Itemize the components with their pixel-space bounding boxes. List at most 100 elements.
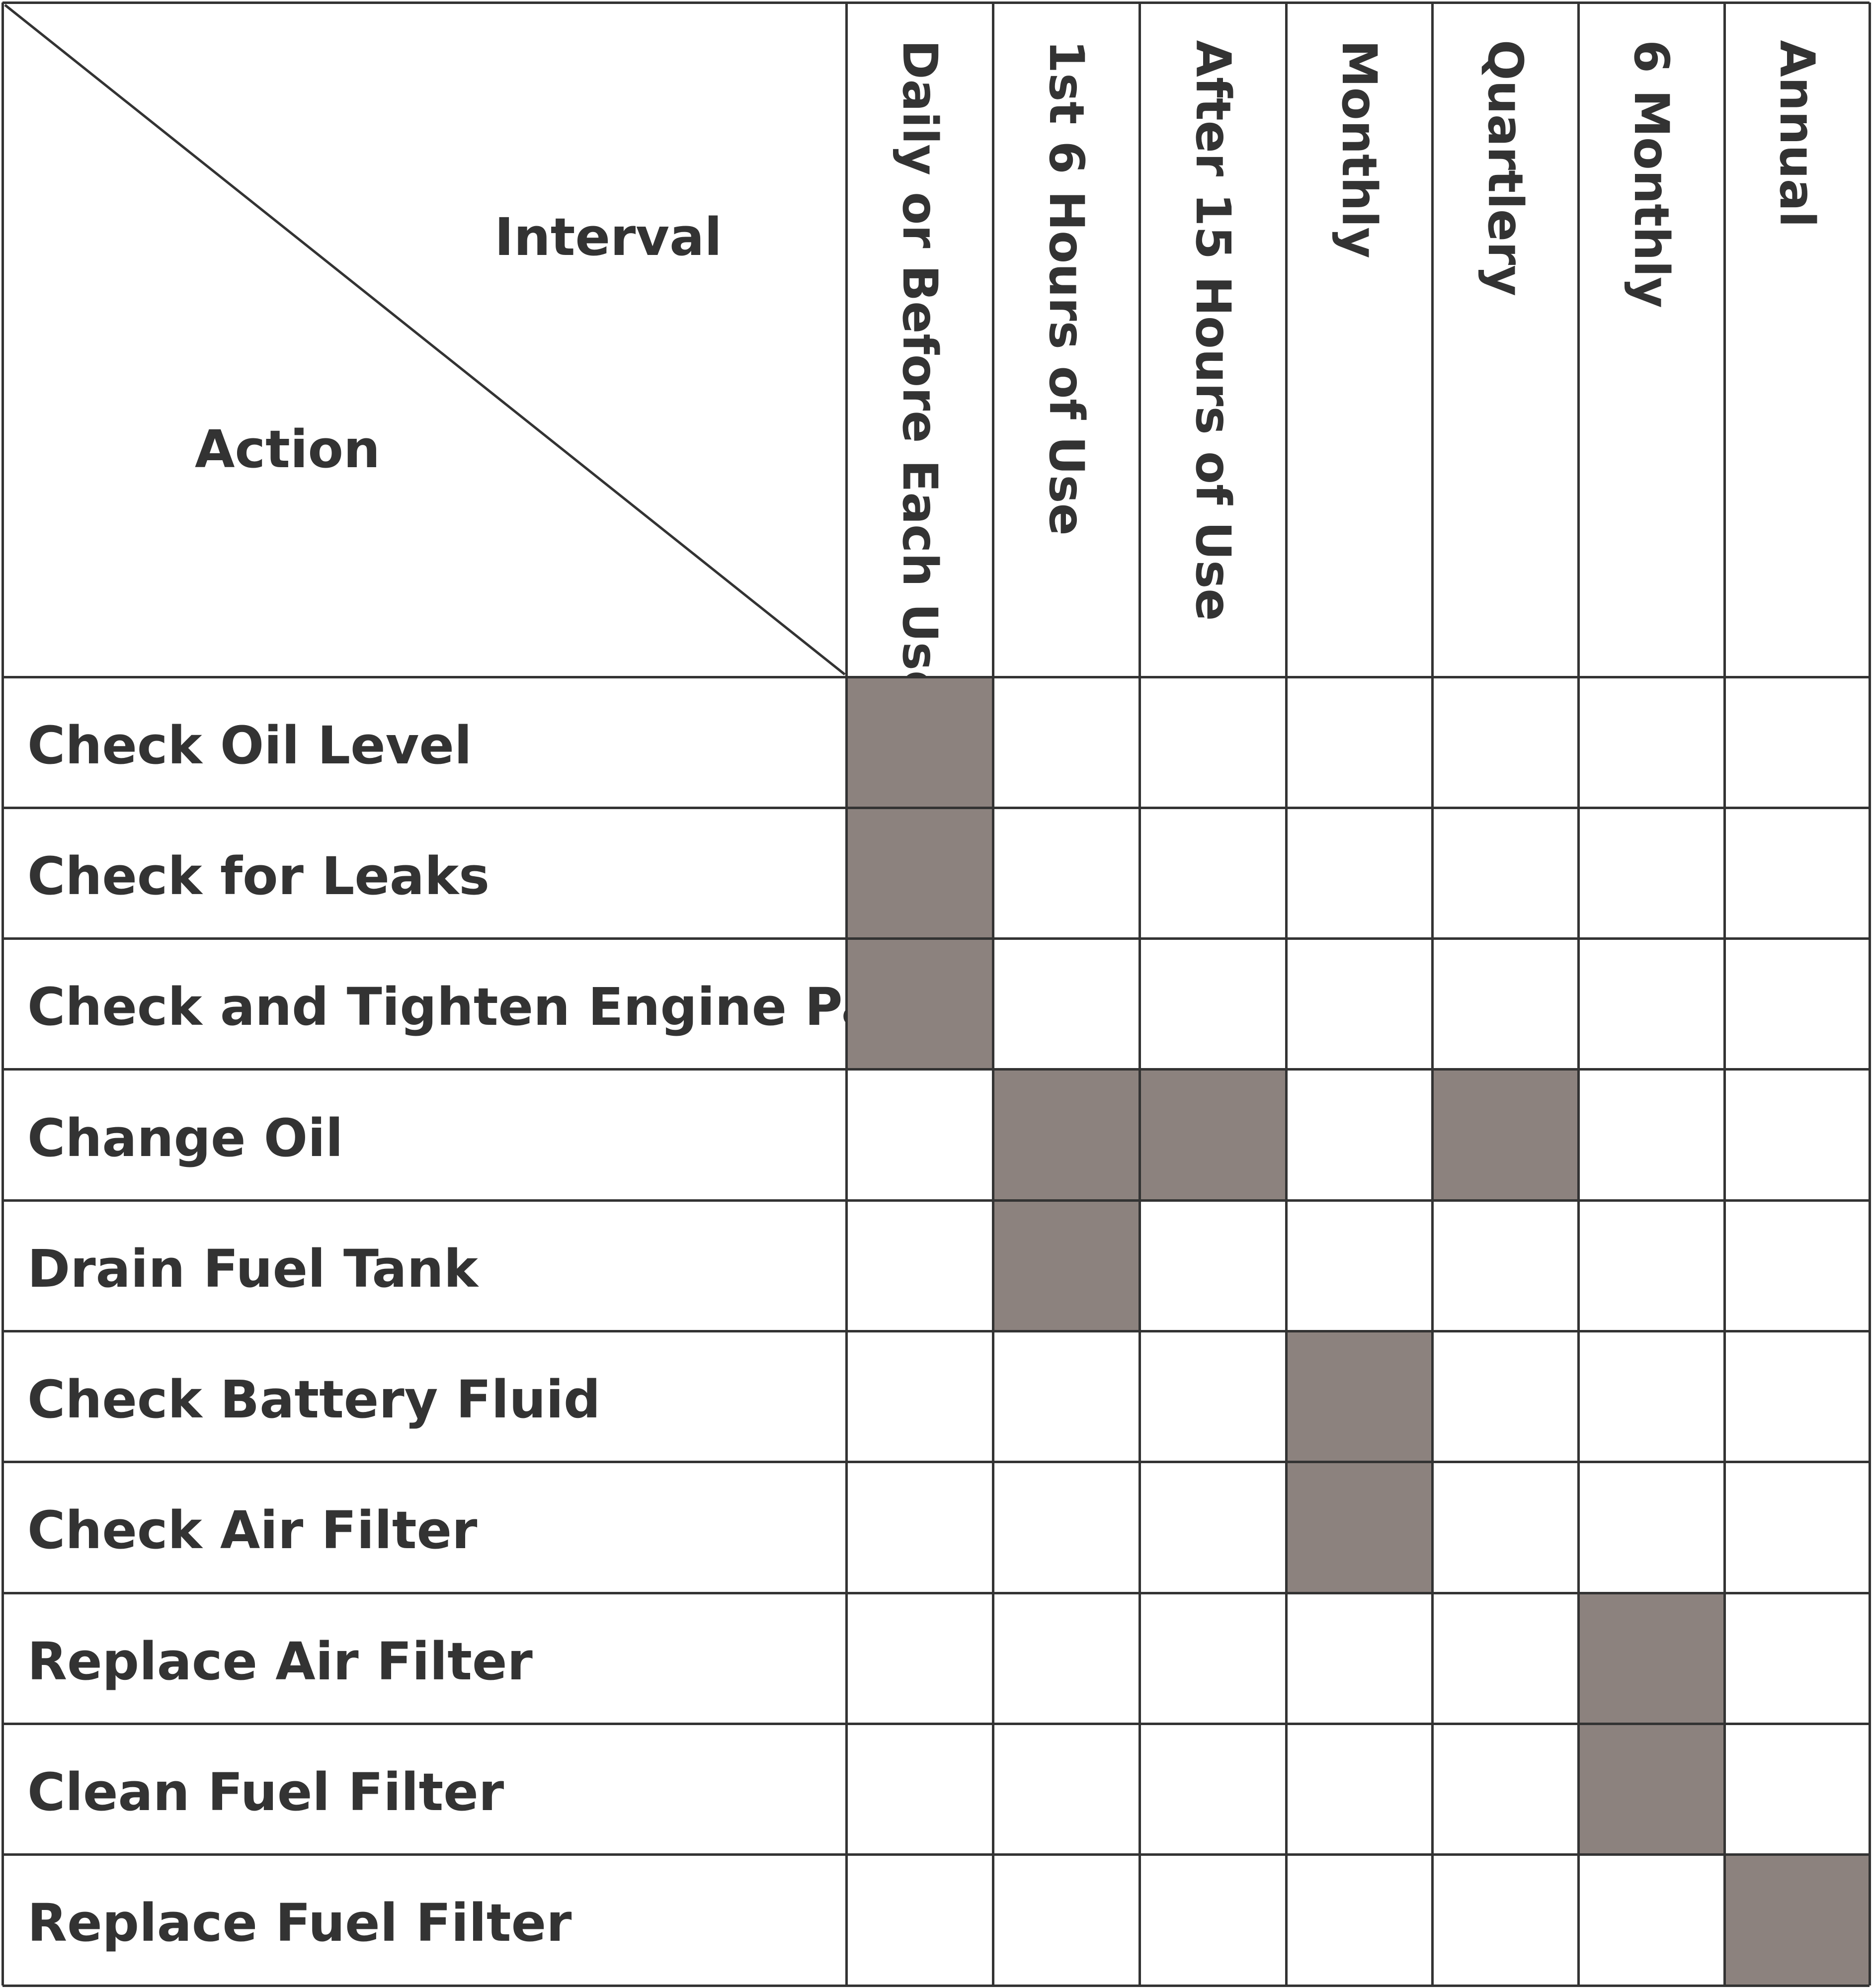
schedule-cell-empty (993, 1593, 1139, 1724)
schedule-cell-marked (1139, 1069, 1286, 1201)
action-row-label: Check Battery Fluid (27, 1369, 601, 1430)
schedule-cell-marked (846, 808, 993, 939)
schedule-cell-empty (846, 1855, 993, 1986)
schedule-cell-empty (1578, 1070, 1724, 1200)
schedule-cell-empty (1578, 1200, 1724, 1331)
schedule-cell-marked (1724, 1854, 1870, 1986)
schedule-cell-empty (1432, 1855, 1578, 1986)
schedule-cell-empty (993, 1855, 1139, 1986)
interval-column-header: Daily or Before Each Use (892, 39, 948, 703)
schedule-cell-empty (1724, 1724, 1870, 1854)
row-divider-line (2, 937, 1870, 940)
row-divider-line (2, 1853, 1870, 1856)
schedule-cell-empty (993, 1724, 1139, 1854)
schedule-cell-empty (1724, 677, 1870, 808)
action-row-label: Check and Tighten Engine Parts (27, 977, 957, 1038)
schedule-cell-empty (1724, 1070, 1870, 1200)
schedule-cell-marked (846, 938, 993, 1070)
column-divider-line (1431, 2, 1434, 1986)
schedule-cell-empty (846, 1200, 993, 1331)
schedule-cell-empty (846, 1593, 993, 1724)
action-row-label: Change Oil (27, 1107, 343, 1168)
schedule-cell-empty (1724, 1200, 1870, 1331)
action-row-label: Replace Fuel Filter (27, 1893, 572, 1954)
action-row-label: Check Oil Level (27, 715, 472, 776)
column-divider-line (1138, 2, 1141, 1986)
schedule-cell-empty (1139, 939, 1286, 1070)
action-row-label: Replace Air Filter (27, 1631, 533, 1692)
schedule-cell-empty (1139, 1462, 1286, 1593)
schedule-cell-marked (1286, 1462, 1432, 1593)
action-row-label: Check for Leaks (27, 845, 490, 907)
column-divider-line (845, 2, 848, 1986)
row-divider-line (2, 1722, 1870, 1725)
table-border-right (1868, 2, 1871, 1986)
schedule-cell-empty (1432, 1200, 1578, 1331)
interval-column-header: 1st 6 Hours of Use (1038, 39, 1094, 536)
schedule-cell-empty (1286, 677, 1432, 808)
schedule-cell-empty (1139, 808, 1286, 938)
schedule-cell-empty (993, 1462, 1139, 1593)
schedule-cell-empty (1139, 1855, 1286, 1986)
schedule-cell-empty (1432, 1331, 1578, 1462)
interval-column-header: Quartlery (1477, 40, 1533, 296)
schedule-cell-marked (846, 677, 993, 808)
schedule-cell-empty (1432, 939, 1578, 1070)
column-divider-line (1723, 2, 1726, 1986)
interval-column-header: After 15 Hours of Use (1185, 40, 1241, 621)
schedule-cell-empty (1578, 1331, 1724, 1462)
schedule-cell-empty (1139, 1724, 1286, 1854)
schedule-cell-empty (846, 1331, 993, 1462)
row-divider-line (2, 1330, 1870, 1332)
schedule-cell-empty (846, 1724, 993, 1854)
header-divider-line (2, 675, 1870, 678)
action-header-label: Action (195, 419, 380, 480)
column-divider-line (991, 2, 994, 1986)
row-divider-line (2, 806, 1870, 809)
schedule-cell-empty (1432, 1593, 1578, 1724)
schedule-cell-empty (993, 939, 1139, 1070)
schedule-cell-empty (846, 1070, 993, 1200)
schedule-cell-empty (1432, 808, 1578, 938)
schedule-cell-empty (1139, 1593, 1286, 1724)
row-divider-line (2, 1068, 1870, 1071)
row-divider-line (2, 1199, 1870, 1202)
row-divider-line (2, 1461, 1870, 1464)
column-divider-line (1285, 2, 1288, 1986)
schedule-cell-empty (1578, 939, 1724, 1070)
schedule-cell-empty (1724, 1331, 1870, 1462)
schedule-cell-empty (1286, 1593, 1432, 1724)
interval-column-header: Annual (1769, 39, 1825, 228)
schedule-cell-empty (1139, 677, 1286, 808)
schedule-cell-marked (993, 1200, 1139, 1331)
schedule-cell-empty (1286, 808, 1432, 938)
schedule-cell-empty (993, 677, 1139, 808)
schedule-cell-empty (1578, 1462, 1724, 1593)
schedule-cell-empty (1139, 1331, 1286, 1462)
table-border-left (1, 2, 4, 1986)
action-row-label: Check Air Filter (27, 1500, 478, 1561)
schedule-cell-empty (1286, 1724, 1432, 1854)
row-divider-line (2, 1591, 1870, 1594)
schedule-cell-marked (1578, 1593, 1724, 1724)
schedule-cell-empty (993, 1331, 1139, 1462)
interval-column-header: 6 Monthly (1624, 40, 1679, 308)
schedule-cell-marked (993, 1069, 1139, 1201)
action-row-label: Clean Fuel Filter (27, 1762, 504, 1823)
table-border-top (2, 1, 1870, 4)
schedule-cell-empty (1578, 677, 1724, 808)
schedule-cell-empty (1139, 1200, 1286, 1331)
schedule-cell-empty (846, 1462, 993, 1593)
schedule-cell-empty (1724, 1462, 1870, 1593)
column-divider-line (1577, 2, 1580, 1986)
interval-header-label: Interval (494, 207, 722, 267)
schedule-cell-empty (1286, 1200, 1432, 1331)
schedule-cell-empty (1432, 1724, 1578, 1854)
schedule-cell-marked (1286, 1331, 1432, 1462)
schedule-cell-empty (1286, 1855, 1432, 1986)
schedule-cell-empty (1724, 1593, 1870, 1724)
schedule-cell-empty (1286, 939, 1432, 1070)
schedule-cell-empty (1578, 1855, 1724, 1986)
schedule-cell-empty (993, 808, 1139, 938)
